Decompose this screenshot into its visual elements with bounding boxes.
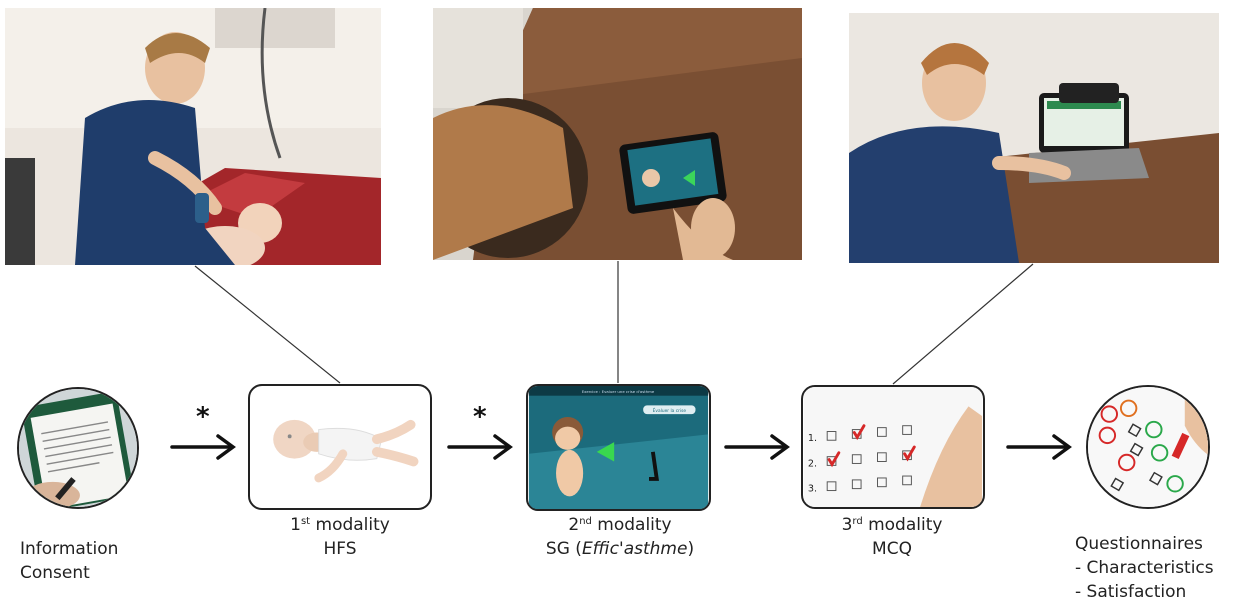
hfs-manikin-image — [248, 384, 432, 510]
serious-game-image: Exercice : Evaluer une crise d'asthme Év… — [526, 384, 711, 511]
mcq-row-2: 2. — [808, 458, 817, 469]
mcq-row-3: 3. — [808, 484, 817, 495]
participant-with-laptop-photo — [849, 13, 1219, 263]
mcq-ordinal: rd — [852, 516, 863, 527]
questionnaire-image — [1086, 385, 1210, 509]
mcq-session-photo — [849, 13, 1219, 263]
hfs-photo-connector — [194, 265, 341, 384]
randomization-marker-1: * — [196, 402, 210, 432]
consent-line-2: Consent — [20, 563, 90, 583]
serious-game-screen-icon: Exercice : Evaluer une crise d'asthme Év… — [528, 386, 709, 509]
participant-with-manikin-photo — [5, 8, 381, 265]
mcq-row-1: 1. — [808, 433, 817, 444]
mcq-number: 3 — [841, 515, 853, 535]
questionnaire-item-characteristics: - Characteristics — [1075, 558, 1214, 578]
hfs-number: 1 — [290, 515, 301, 535]
questionnaires-label: Questionnaires - Characteristics - Satis… — [1075, 532, 1214, 604]
hfs-session-photo — [5, 8, 381, 265]
consent-image — [17, 387, 139, 509]
sg-game-title: Effic'asthme — [581, 539, 688, 559]
arrow-1 — [170, 434, 236, 460]
sg-ordinal: nd — [579, 516, 592, 527]
hfs-label: 1st modality HFS — [270, 513, 410, 561]
arrow-2 — [447, 434, 513, 460]
questionnaires-title: Questionnaires — [1075, 534, 1203, 554]
randomization-marker-2: * — [473, 402, 487, 432]
hfs-ordinal: st — [300, 516, 311, 527]
infant-manikin-icon — [273, 419, 419, 483]
consent-line-1: Information — [20, 539, 119, 559]
mcq-sheet-image: 1. 2. 3. — [801, 385, 985, 509]
mcq-name: MCQ — [872, 539, 912, 559]
sg-session-photo — [433, 8, 802, 260]
sg-name-prefix: SG ( — [545, 539, 582, 559]
questionnaire-item-satisfaction: - Satisfaction — [1075, 582, 1187, 602]
participant-with-tablet-photo — [433, 8, 802, 260]
game-header-text: Exercice : Evaluer une crise d'asthme — [582, 389, 655, 394]
clipboard-signature-icon — [19, 389, 137, 507]
arrow-3 — [724, 434, 790, 460]
mcq-answer-sheet-icon: 1. 2. 3. — [803, 387, 983, 507]
consent-label: Information Consent — [20, 537, 118, 585]
smiley-survey-icon — [1088, 387, 1208, 507]
mcq-label: 3rd modality MCQ — [822, 513, 962, 561]
hfs-modality-text: modality — [310, 515, 390, 535]
mcq-modality-text: modality — [862, 515, 943, 535]
arrow-4 — [1006, 434, 1072, 460]
mcq-photo-connector — [892, 263, 1034, 385]
sg-number: 2 — [568, 515, 580, 535]
sg-modality-text: modality — [591, 515, 672, 535]
sg-name-suffix: ) — [687, 539, 695, 559]
hfs-name: HFS — [323, 539, 357, 559]
game-evaluate-button: Évaluer la crise — [653, 406, 687, 414]
sg-label: 2nd modality SG (Effic'asthme) — [540, 513, 700, 561]
